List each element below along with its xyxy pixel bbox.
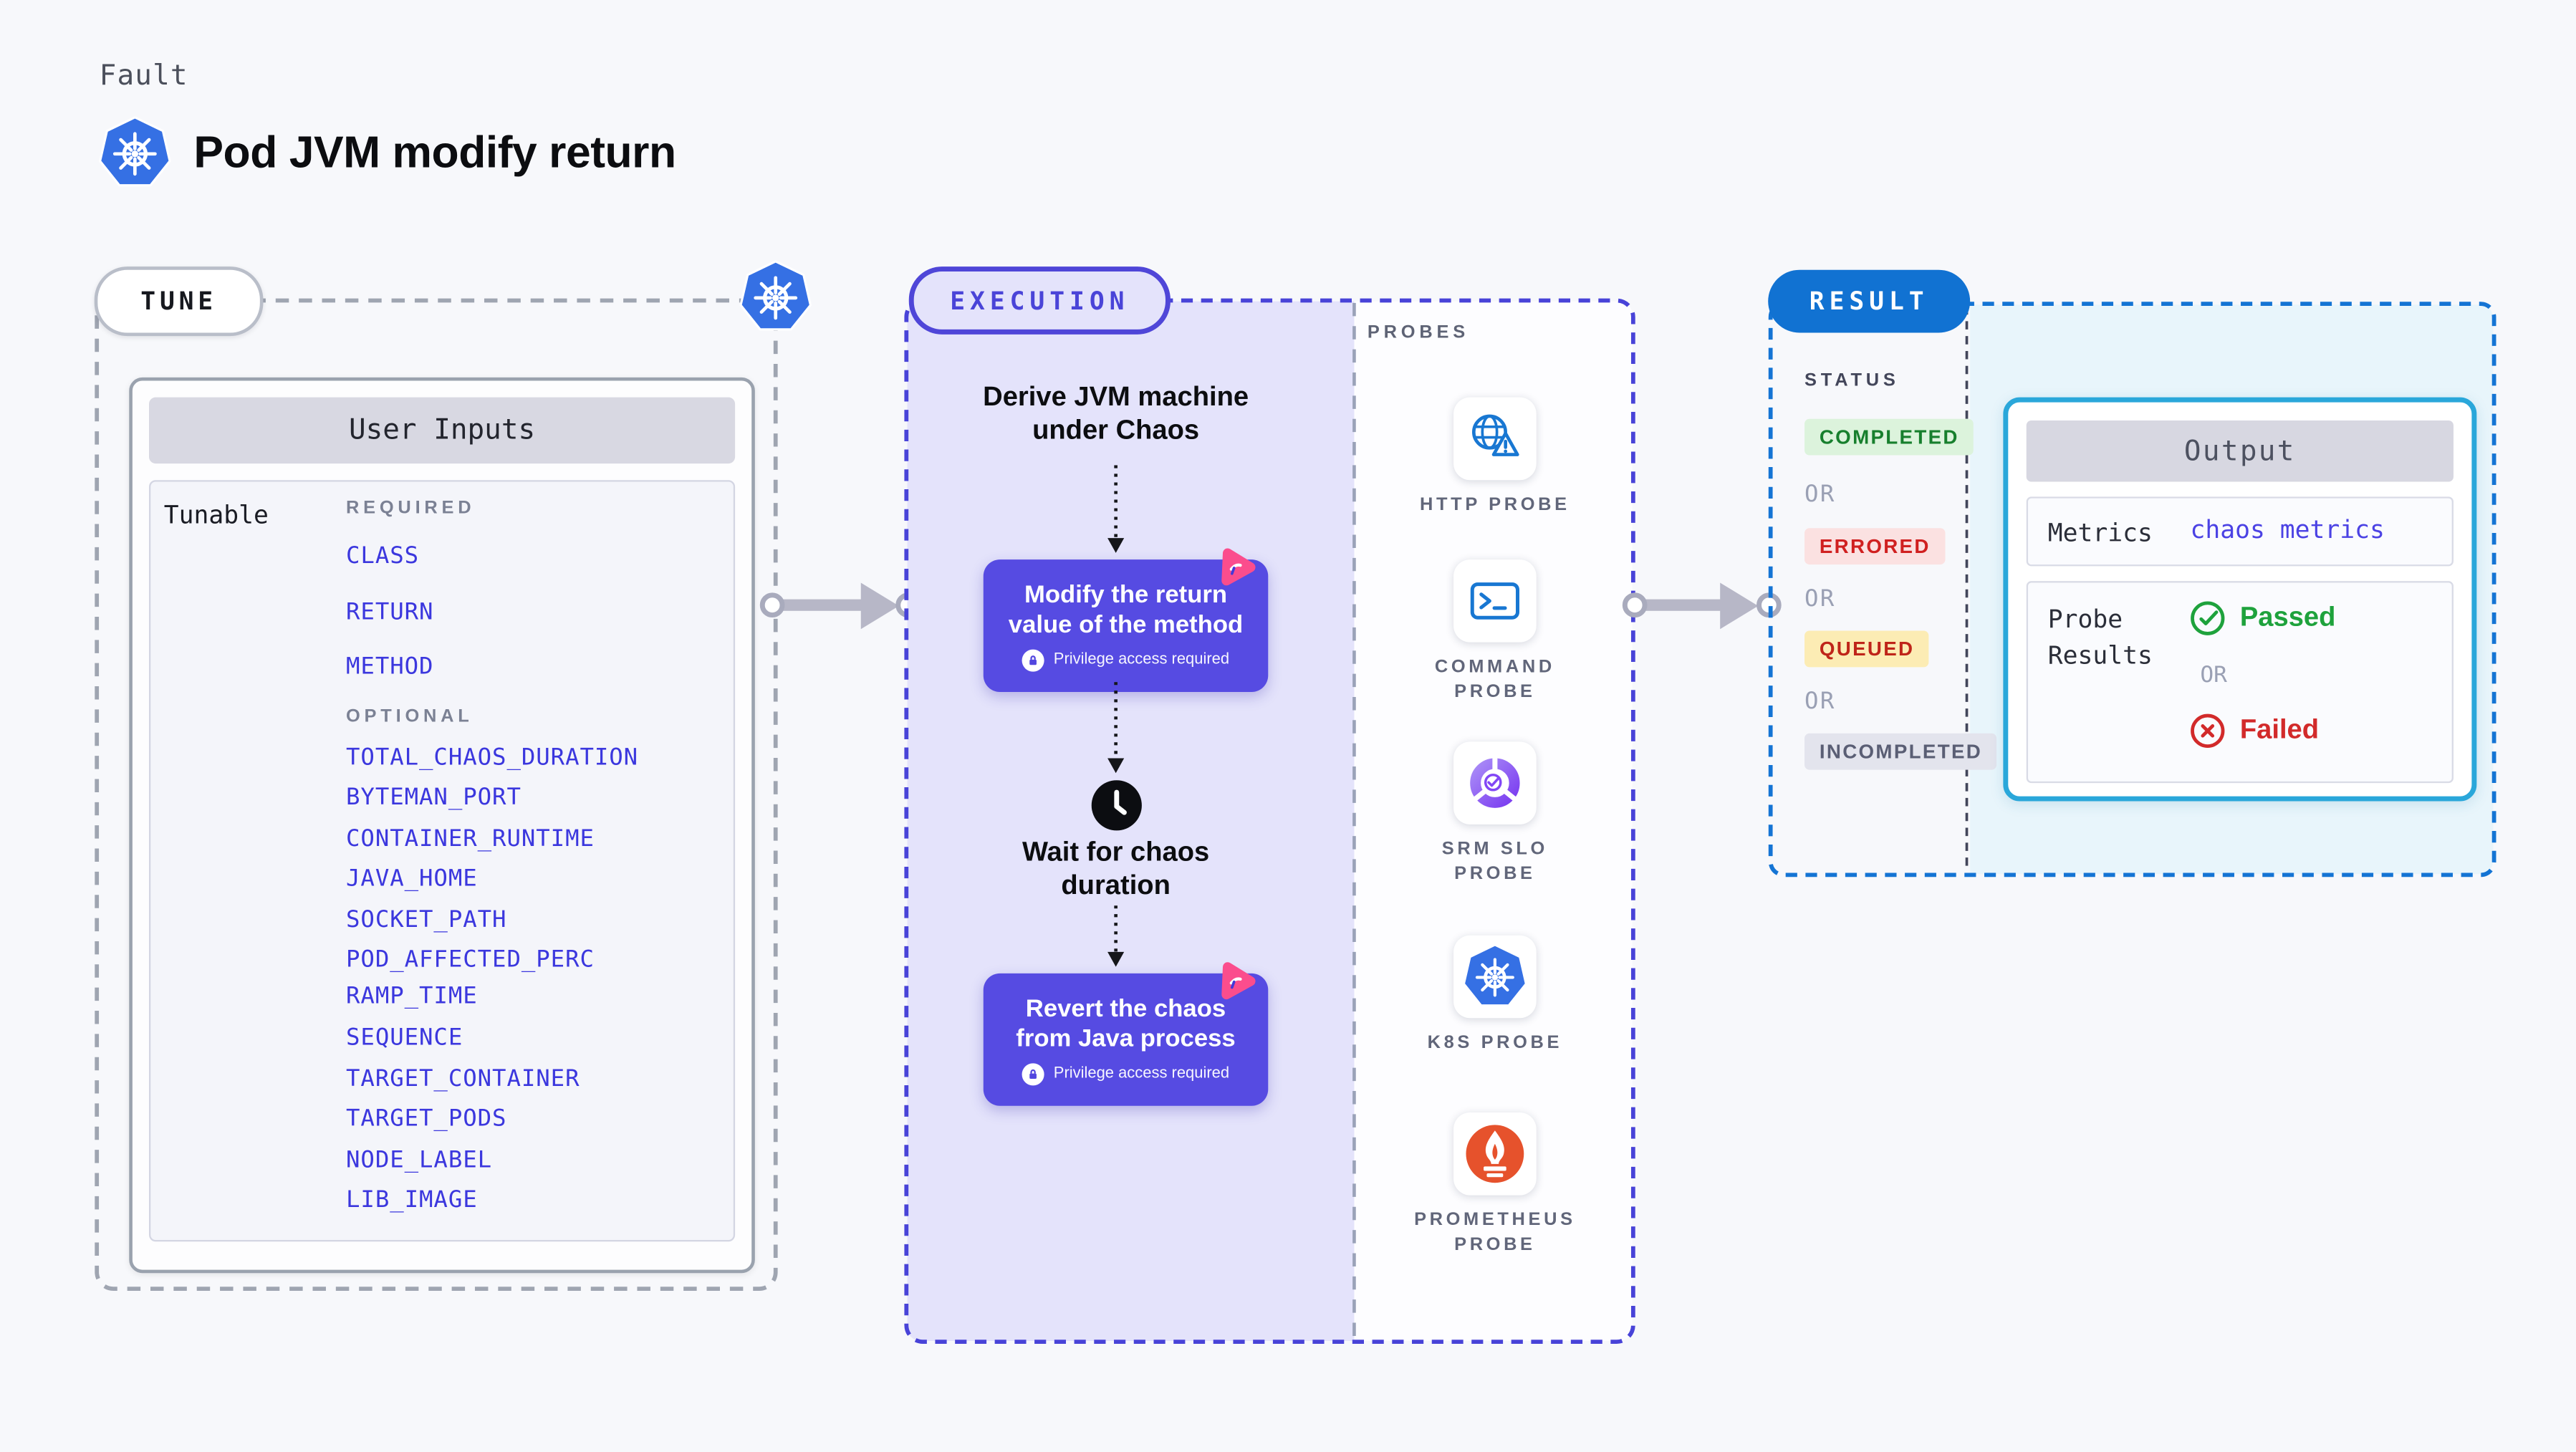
user-inputs-card: User Inputs Tunable REQUIRED CLASS RETUR… (129, 377, 755, 1274)
or-separator: OR (1804, 586, 1836, 613)
step-derive-jvm: Derive JVM machine under Chaos (983, 382, 1249, 445)
output-card: Output Metrics chaos metrics Probe Resul… (2003, 397, 2477, 802)
probe-label: K8S PROBE (1427, 1033, 1563, 1053)
k8s-probe-card (1453, 935, 1537, 1019)
lock-icon (1022, 648, 1046, 672)
passed-label: Passed (2239, 602, 2336, 633)
probe-results-row: Probe Results Passed OR Failed (2026, 581, 2454, 784)
action-modify-return: Modify the return value of the method Pr… (983, 559, 1269, 693)
probe-label: PROMETHEUS PROBE (1414, 1210, 1576, 1254)
lock-icon (1022, 1062, 1046, 1085)
param-pod-affected-perc[interactable]: POD_AFFECTED_PERC (346, 946, 595, 973)
probe-label: HTTP PROBE (1420, 495, 1570, 515)
result-section-pill: RESULT (1768, 269, 1971, 333)
user-inputs-list: Tunable REQUIRED CLASS RETURN METHOD OPT… (148, 480, 736, 1242)
result-section-label: RESULT (1809, 286, 1929, 317)
privilege-label: Privilege access required (1053, 1064, 1230, 1083)
flow-line (779, 599, 866, 611)
param-java-home[interactable]: JAVA_HOME (346, 865, 478, 893)
down-dotted-arrow (1107, 905, 1125, 967)
privilege-row: Privilege access required (1022, 648, 1230, 672)
or-separator: OR (1804, 688, 1836, 716)
connector-dot (759, 592, 785, 618)
tune-section-label: TUNE (140, 286, 217, 317)
terminal-icon (1465, 571, 1524, 630)
execution-dashed-box (904, 298, 1635, 1344)
status-badge-queued: QUEUED (1804, 630, 1930, 668)
srm-slo-probe-card (1453, 741, 1537, 824)
kubernetes-icon (1462, 943, 1528, 1009)
optional-group-label: OPTIONAL (346, 706, 474, 727)
kubernetes-icon (739, 260, 813, 335)
param-byteman-port[interactable]: BYTEMAN_PORT (346, 784, 522, 812)
action-title: Revert the chaos from Java process (1016, 994, 1236, 1052)
probe-label: COMMAND PROBE (1434, 657, 1555, 701)
check-circle-icon (2188, 600, 2226, 638)
x-circle-icon (2188, 712, 2226, 750)
status-badge-incompleted: INCOMPLETED (1804, 733, 1997, 770)
param-method[interactable]: METHOD (346, 653, 434, 681)
flow-arrowhead (860, 582, 899, 630)
fault-kicker: Fault (99, 59, 188, 93)
flow-line (1642, 599, 1726, 611)
param-socket-path[interactable]: SOCKET_PATH (346, 907, 507, 934)
command-probe-card (1453, 559, 1537, 643)
privilege-row: Privilege access required (1022, 1062, 1229, 1085)
param-sequence[interactable]: SEQUENCE (346, 1024, 463, 1052)
param-lib-image[interactable]: LIB_IMAGE (346, 1187, 478, 1213)
execution-section-pill: EXECUTION (908, 266, 1171, 335)
output-header: Output (2026, 420, 2454, 482)
execution-section-label: EXECUTION (950, 285, 1130, 316)
tunable-label: Tunable (163, 499, 269, 530)
param-total-chaos-duration[interactable]: TOTAL_CHAOS_DURATION (346, 744, 639, 771)
action-title: Modify the return value of the method (1008, 580, 1244, 638)
metrics-label: Metrics (2047, 518, 2153, 548)
result-dashed-box (1768, 302, 2496, 878)
status-heading: STATUS (1804, 370, 1900, 391)
required-group-label: REQUIRED (346, 498, 476, 519)
page-title: Pod JVM modify return (193, 127, 676, 178)
step-wait-duration: Wait for chaos duration (1022, 837, 1210, 900)
privilege-label: Privilege access required (1053, 650, 1230, 669)
param-return[interactable]: RETURN (346, 599, 434, 626)
metrics-row: Metrics chaos metrics (2026, 496, 2454, 567)
prometheus-probe-card (1453, 1112, 1537, 1196)
slo-donut-icon (1464, 751, 1527, 814)
down-dotted-arrow (1107, 465, 1125, 553)
param-ramp-time[interactable]: RAMP_TIME (346, 983, 478, 1010)
tune-section-pill: TUNE (94, 266, 264, 337)
chaos-hub-icon (1213, 957, 1258, 1001)
clock-icon (1090, 778, 1144, 832)
param-container-runtime[interactable]: CONTAINER_RUNTIME (346, 826, 595, 853)
action-revert-chaos: Revert the chaos from Java process Privi… (983, 973, 1269, 1106)
failed-label: Failed (2239, 715, 2320, 745)
connector-dot (1622, 592, 1648, 618)
probes-heading: PROBES (1367, 322, 1469, 343)
globe-alert-icon (1462, 405, 1528, 471)
user-inputs-header: User Inputs (148, 397, 736, 464)
flow-arrowhead (1720, 582, 1759, 630)
probe-results-label: Probe Results (2047, 604, 2153, 670)
http-probe-card (1453, 397, 1537, 481)
param-target-pods[interactable]: TARGET_PODS (346, 1105, 507, 1133)
probe-label: SRM SLO PROBE (1441, 839, 1548, 883)
or-separator: OR (2200, 662, 2227, 689)
status-badge-completed: COMPLETED (1804, 418, 1974, 456)
metrics-value-link[interactable]: chaos metrics (2190, 514, 2385, 545)
or-separator: OR (1804, 481, 1836, 509)
param-target-container[interactable]: TARGET_CONTAINER (346, 1066, 580, 1093)
down-dotted-arrow (1107, 682, 1125, 774)
tune-dashed-box (95, 298, 778, 1292)
prometheus-icon (1466, 1125, 1524, 1183)
param-class[interactable]: CLASS (346, 543, 420, 570)
status-badge-errored: ERRORED (1804, 528, 1946, 565)
chaos-hub-icon (1213, 543, 1258, 587)
param-node-label[interactable]: NODE_LABEL (346, 1147, 493, 1174)
kubernetes-icon (97, 116, 172, 191)
